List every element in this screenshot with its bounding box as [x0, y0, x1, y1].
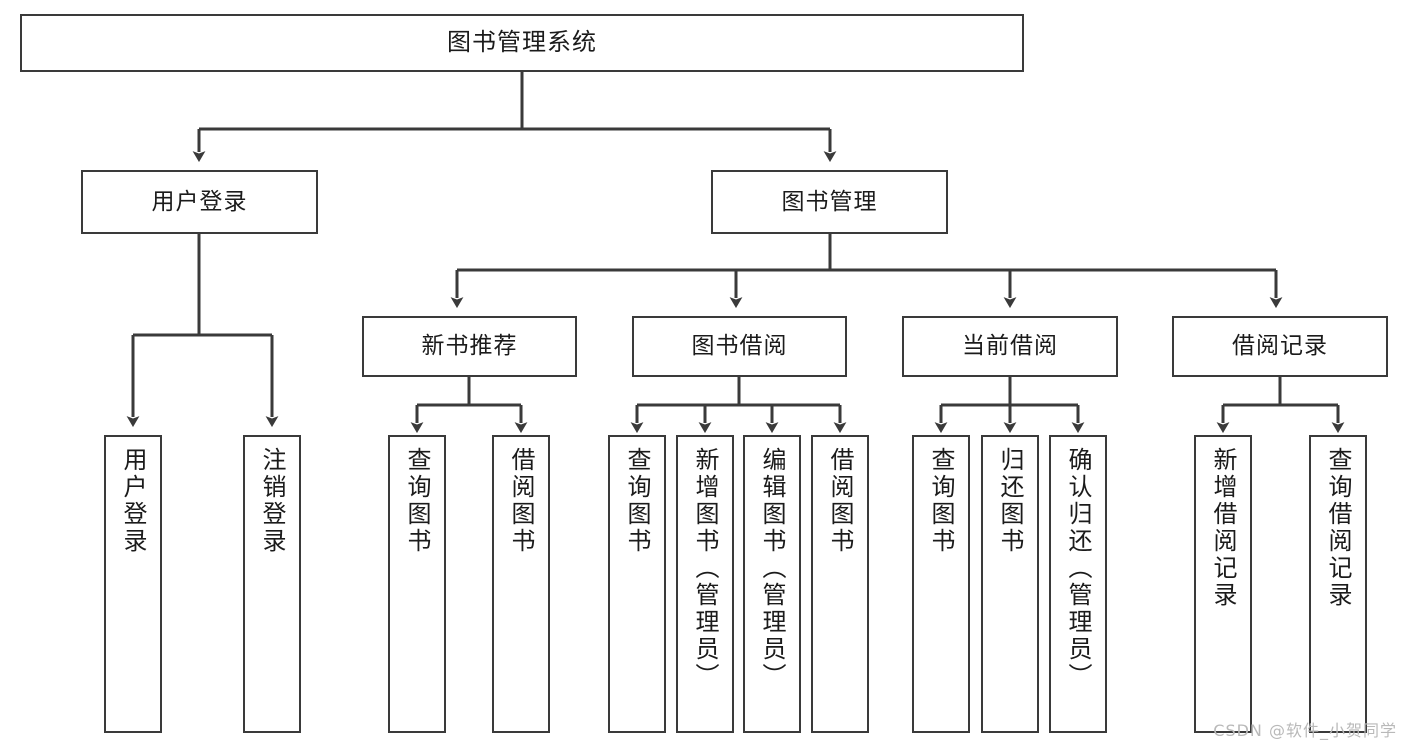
node-label: 新增借阅记录 — [1209, 447, 1237, 609]
node-label: 确认归还（管理员） — [1064, 447, 1092, 690]
node-label: 新增图书（管理员） — [691, 447, 719, 690]
leaf-newbook-query-book[interactable]: 查询图书 — [388, 435, 446, 733]
node-label: 图书借阅 — [691, 333, 788, 360]
node-label: 查询借阅记录 — [1324, 447, 1352, 609]
node-label: 注销登录 — [258, 447, 286, 555]
node-label: 查询图书 — [403, 447, 431, 555]
node-label: 当前借阅 — [962, 333, 1058, 360]
leaf-newbook-borrow-book[interactable]: 借阅图书 — [492, 435, 550, 733]
leaf-borrow-borrow-book[interactable]: 借阅图书 — [811, 435, 869, 733]
node-label: 编辑图书（管理员） — [758, 447, 786, 690]
node-label: 归还图书 — [996, 447, 1024, 555]
leaf-borrow-edit-book-admin[interactable]: 编辑图书（管理员） — [743, 435, 801, 733]
node-label: 图书管理 — [781, 188, 878, 215]
csdn-watermark: CSDN @软件_小贺同学 — [1213, 721, 1397, 740]
node-borrow-record[interactable]: 借阅记录 — [1172, 316, 1388, 377]
leaf-user-login[interactable]: 用户登录 — [104, 435, 162, 733]
node-label: 新书推荐 — [421, 333, 518, 360]
node-label: 查询图书 — [927, 447, 955, 555]
node-book-management[interactable]: 图书管理 — [711, 170, 948, 234]
leaf-record-add-borrow-record[interactable]: 新增借阅记录 — [1194, 435, 1252, 733]
node-current-borrow[interactable]: 当前借阅 — [902, 316, 1118, 377]
leaf-borrow-query-book[interactable]: 查询图书 — [608, 435, 666, 733]
node-label: 用户登录 — [119, 447, 147, 555]
leaf-logout[interactable]: 注销登录 — [243, 435, 301, 733]
node-label: 图书管理系统 — [447, 28, 597, 57]
leaf-current-confirm-return-admin[interactable]: 确认归还（管理员） — [1049, 435, 1107, 733]
node-label: 借阅图书 — [507, 447, 535, 555]
node-root-book-management-system[interactable]: 图书管理系统 — [20, 14, 1024, 72]
node-label: 查询图书 — [623, 447, 651, 555]
node-book-borrow[interactable]: 图书借阅 — [632, 316, 847, 377]
node-new-book-recommend[interactable]: 新书推荐 — [362, 316, 577, 377]
node-label: 借阅图书 — [826, 447, 854, 555]
node-label: 借阅记录 — [1232, 333, 1328, 360]
node-label: 用户登录 — [151, 188, 248, 215]
node-user-login[interactable]: 用户登录 — [81, 170, 318, 234]
leaf-current-return-book[interactable]: 归还图书 — [981, 435, 1039, 733]
leaf-record-query-borrow-record[interactable]: 查询借阅记录 — [1309, 435, 1367, 733]
leaf-borrow-add-book-admin[interactable]: 新增图书（管理员） — [676, 435, 734, 733]
leaf-current-query-book[interactable]: 查询图书 — [912, 435, 970, 733]
